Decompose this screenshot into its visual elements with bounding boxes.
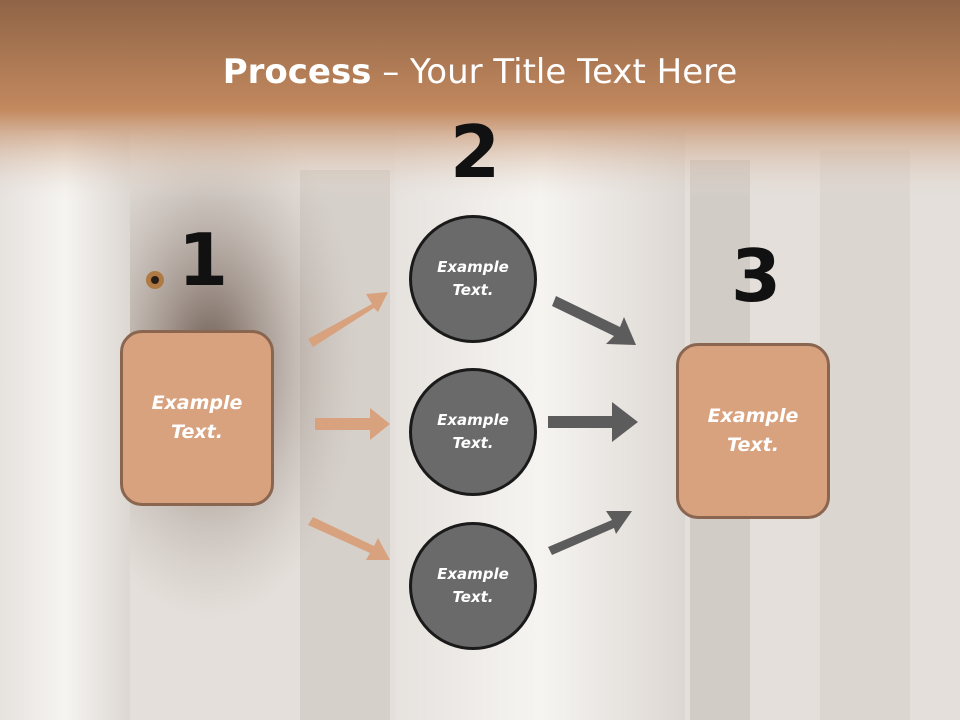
circle-top-text: Example Text. <box>437 258 509 299</box>
circle-bottom-text: Example Text. <box>437 565 509 606</box>
right-process-box: Example Text. <box>676 343 830 519</box>
step-number-2: 2 <box>450 110 501 194</box>
title-rest: – Your Title Text Here <box>371 52 738 92</box>
circle-middle: Example Text. <box>409 368 537 496</box>
step-number-3: 3 <box>731 234 782 318</box>
left-box-text: Example Text. <box>151 392 243 443</box>
step-number-1: 1 <box>178 218 229 302</box>
arrow-left-down <box>308 517 390 560</box>
arrow-right-down <box>552 296 636 345</box>
left-process-box: Example Text. <box>120 330 274 506</box>
slide-title: Process – Your Title Text Here <box>0 52 960 92</box>
arrow-right-up <box>548 511 632 555</box>
arrow-left-middle <box>315 408 390 440</box>
circle-bottom: Example Text. <box>409 522 537 650</box>
title-bold: Process <box>222 52 372 92</box>
arrow-left-up <box>308 292 388 347</box>
circle-top: Example Text. <box>409 215 537 343</box>
arrow-right-middle <box>548 402 638 442</box>
right-box-text: Example Text. <box>707 405 799 456</box>
circle-middle-text: Example Text. <box>437 411 509 452</box>
